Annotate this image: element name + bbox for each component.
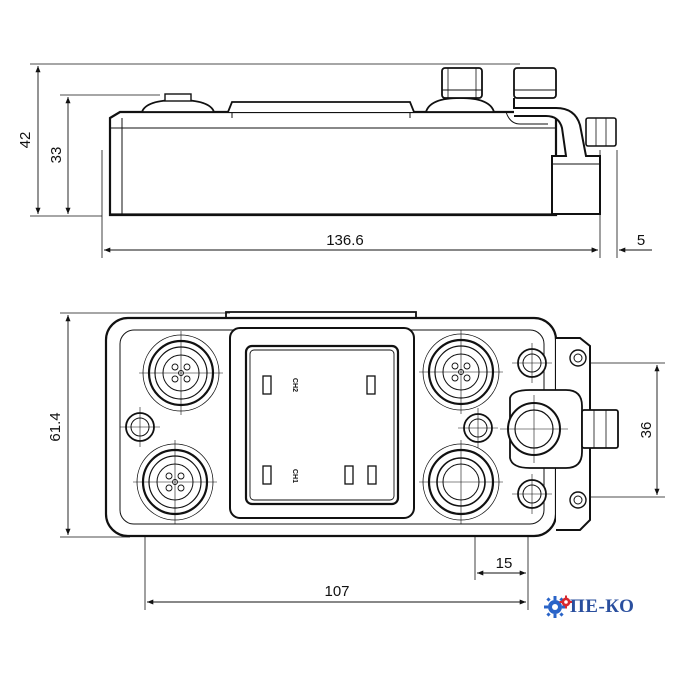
mounting-hole-right-bottom bbox=[512, 474, 552, 514]
m12-connector-top-left bbox=[139, 331, 223, 415]
m12-connector-bottom-left bbox=[133, 440, 217, 524]
logo-text: ПЕ-КО bbox=[570, 596, 635, 617]
mounting-hole-right-top bbox=[512, 343, 552, 383]
cap-connector-bottom-right bbox=[419, 440, 503, 524]
dim-61-label: 61.4 bbox=[47, 412, 64, 441]
led-ch2-left bbox=[262, 375, 272, 395]
dim-33-label: 33 bbox=[48, 147, 65, 164]
gear-logo-icon bbox=[544, 595, 573, 618]
dim-15-label: 15 bbox=[496, 555, 513, 572]
led-ch2-right bbox=[366, 375, 376, 395]
side-window bbox=[227, 101, 415, 113]
dim-136-label: 136.6 bbox=[326, 232, 364, 249]
mounting-hole-left bbox=[120, 407, 160, 447]
ch2-label: CH2 bbox=[291, 378, 298, 392]
led-ch1-right bbox=[367, 465, 377, 485]
top-view bbox=[60, 311, 665, 610]
top-window-frame bbox=[225, 311, 417, 318]
angled-connector-screw-bottom bbox=[569, 491, 587, 509]
side-angled-connector bbox=[513, 98, 601, 215]
dim-5-label: 5 bbox=[637, 232, 645, 249]
company-logo: ПЕ-КО bbox=[544, 594, 664, 620]
side-housing bbox=[108, 110, 558, 217]
led-ch1-mid bbox=[344, 465, 354, 485]
side-view bbox=[30, 63, 652, 258]
angled-connector-plug bbox=[581, 409, 619, 449]
m12-connector-top-right bbox=[419, 330, 503, 414]
dim-107-label: 107 bbox=[324, 583, 349, 600]
side-connector-left bbox=[140, 99, 216, 113]
angled-connector-screw-top bbox=[569, 349, 587, 367]
dim-42-label: 42 bbox=[17, 132, 34, 149]
mounting-hole-mid bbox=[458, 408, 498, 448]
dim-36-label: 36 bbox=[638, 422, 655, 439]
side-connector-right bbox=[424, 97, 496, 113]
ch1-label: CH1 bbox=[291, 469, 298, 483]
led-ch1-left bbox=[262, 465, 272, 485]
